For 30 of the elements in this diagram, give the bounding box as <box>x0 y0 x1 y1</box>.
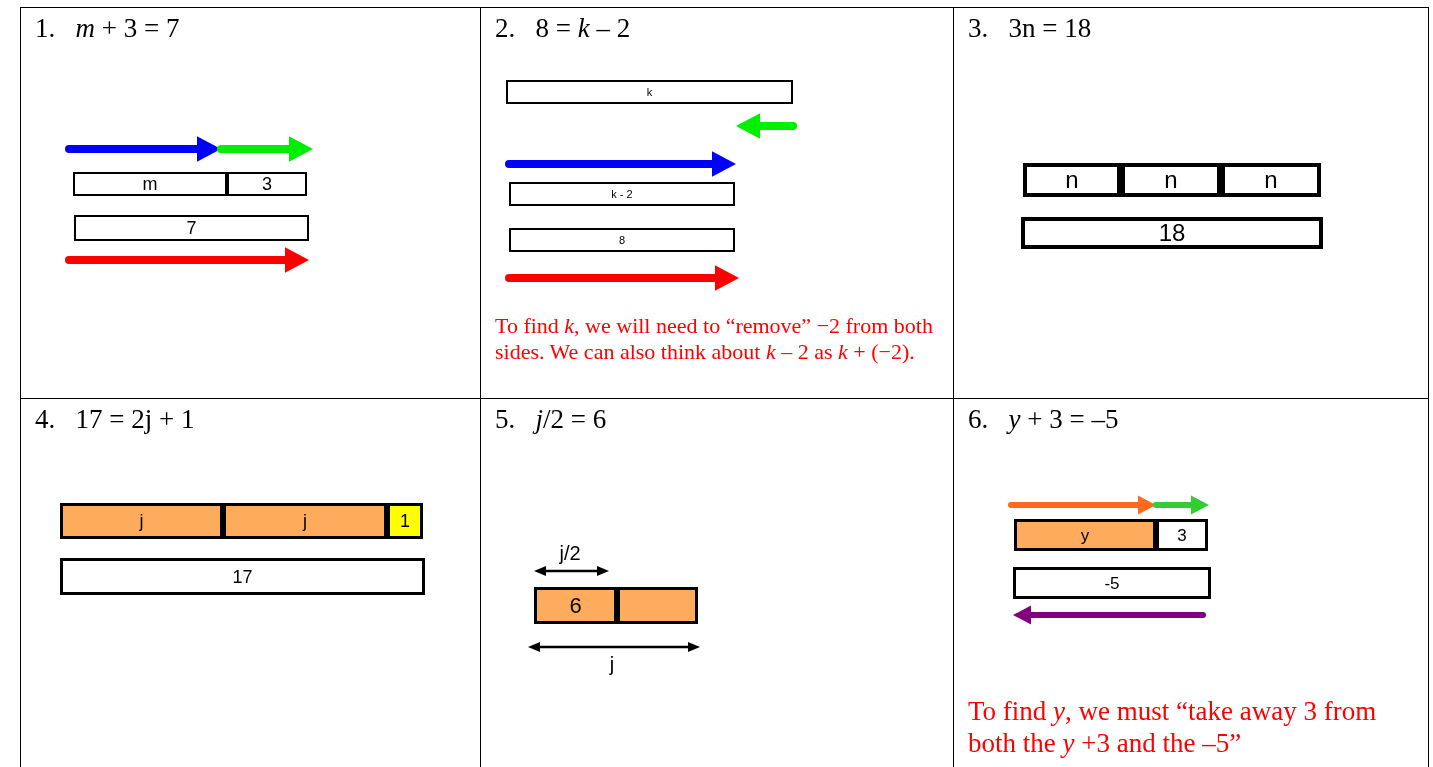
equation-heading: 2. 8 = k – 2 <box>495 12 631 45</box>
tape-segment: y <box>1014 519 1156 551</box>
tape-segment: 8 <box>509 228 735 252</box>
tape-segment: j <box>223 503 387 539</box>
tape-segment: 3 <box>227 172 307 196</box>
equation-heading: 4. 17 = 2j + 1 <box>35 403 195 436</box>
equation-heading: 5. j/2 = 6 <box>495 403 607 436</box>
table-cell <box>953 7 1429 399</box>
tape-segment: 1 <box>387 503 423 539</box>
tape-segment: 3 <box>1156 519 1208 551</box>
tape-segment: 7 <box>74 215 309 241</box>
tape-segment: 17 <box>60 558 425 595</box>
dimension-label: j/2 <box>559 543 581 563</box>
hint-note: To find k, we will need to “remove” −2 from both sides. We can also think about k – 2 as k + (−2). <box>495 313 934 366</box>
equation-heading: 1. m + 3 = 7 <box>35 12 180 45</box>
hint-note: To find y, we must “take away 3 from both the y +3 and the –5” <box>968 695 1378 760</box>
tape-segment: k <box>506 80 793 104</box>
tape-segment: 6 <box>534 587 617 624</box>
equation-heading: 6. y + 3 = –5 <box>968 403 1119 436</box>
tape-segment: k - 2 <box>509 182 735 206</box>
tape-segment: -5 <box>1013 567 1211 599</box>
tape-segment: n <box>1221 163 1321 197</box>
tape-segment: j <box>60 503 223 539</box>
tape-segment: 18 <box>1021 217 1323 249</box>
table-cell <box>20 7 481 399</box>
dimension-label: j <box>609 654 615 674</box>
tape-segment: m <box>73 172 227 196</box>
equation-heading: 3. 3n = 18 <box>968 12 1092 45</box>
tape-segment: n <box>1121 163 1221 197</box>
tape-segment: n <box>1023 163 1121 197</box>
